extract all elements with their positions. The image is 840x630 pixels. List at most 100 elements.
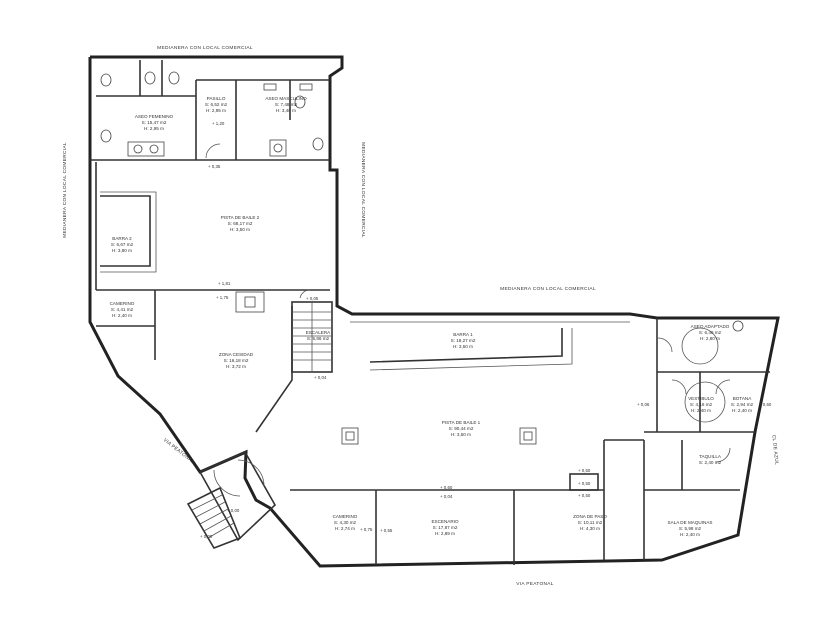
room-height: H: 3,50 m — [451, 432, 471, 437]
room-name: PISTA DE BAILE 1 — [442, 420, 481, 425]
door-vestibulo — [671, 379, 687, 395]
toilet-f-3 — [168, 71, 180, 85]
toilet-f-2 — [144, 71, 156, 85]
toilet-m-2 — [312, 137, 324, 151]
turning-circle-vestibulo — [684, 381, 726, 423]
level-marker: + 0,35 — [208, 164, 221, 169]
level-marker: + 0,00 — [227, 508, 240, 513]
room-height: H: 4,30 m — [580, 526, 600, 531]
room-area: S: 2,40 m2 — [699, 460, 722, 465]
level-marker: + 0,50 — [578, 481, 591, 486]
room-name: CAMERINO — [333, 514, 358, 519]
level-marker: + 1,20 — [212, 121, 225, 126]
door-entrance-2 — [213, 469, 241, 497]
room-area: S: 5,98 m2 — [679, 526, 702, 531]
room-escalera: ESCALERA S: 5,86 m2 — [306, 330, 331, 341]
room-area: S: 6,52 m2 — [205, 102, 228, 107]
room-pasillo: PASILLO S: 6,52 m2 H: 2,95 m — [205, 96, 228, 113]
room-height: H: 2,40 m — [680, 532, 700, 537]
edge-label-middle: MEDIANERA CON LOCAL COMERCIAL — [500, 286, 596, 292]
room-area: S: 6,67 m2 — [111, 242, 134, 247]
room-name: ZONA DE PASO — [573, 514, 607, 519]
room-height: H: 3,80 m — [112, 248, 132, 253]
room-height: H: 3,72 m — [226, 364, 246, 369]
level-marker: + 0,60 — [759, 402, 772, 407]
room-camerino: CAMERINO S: 4,41 m2 H: 2,40 m — [110, 301, 135, 318]
door-stair — [299, 289, 311, 299]
edge-label-street-bottom: VIA PEATONAL — [516, 581, 554, 587]
wall-zona-cesidad — [255, 306, 293, 433]
room-escenario: ESCENARIO S: 17,87 m2 H: 2,89 m — [431, 519, 458, 536]
level-marker: + 1,81 — [218, 281, 231, 286]
level-marker: + 0,04 — [440, 494, 453, 499]
room-height: H: 2,74 m — [335, 526, 355, 531]
room-name: VESTIBULO — [688, 396, 714, 401]
level-marker: + 0,60 — [440, 485, 453, 490]
room-barra-1: BARRA 1 S: 18,27 m2 H: 3,50 m — [451, 332, 476, 349]
level-marker: + 0,04 — [314, 375, 327, 380]
room-area: S: 10,11 m2 — [578, 520, 603, 525]
room-sala-maquinas: SALA DE MAQUINAS S: 5,98 m2 H: 2,40 m — [668, 520, 713, 537]
room-name: ASEO FEMENINO — [135, 114, 174, 119]
room-name: BARRA 2 — [112, 236, 132, 241]
room-height: H: 2,40 m — [691, 408, 711, 413]
room-area: S: 5,86 m2 — [307, 336, 330, 341]
level-marker: + 0,00 — [200, 534, 213, 539]
room-area: S: 16,18 m2 — [224, 358, 249, 363]
level-marker: + 0,06 — [637, 402, 650, 407]
entrance-steps — [191, 494, 235, 539]
room-name: ZONA CESIDAD — [219, 352, 254, 357]
sink-f-1 — [133, 144, 143, 154]
room-name: BOTANA — [733, 396, 752, 401]
room-height: H: 2,95 m — [144, 126, 164, 131]
entrance-stairs — [186, 486, 242, 549]
room-aseo-masculino: ASEO MASCULINO S: 7,48 m2 H: 3,40 m — [265, 96, 307, 113]
bar-2-outline — [100, 191, 157, 273]
room-zona-de-paso: ZONA DE PASO S: 10,11 m2 H: 4,30 m — [573, 514, 607, 531]
door-botana — [715, 379, 731, 395]
room-area: S: 18,27 m2 — [451, 338, 476, 343]
edge-label-street-right: CL DE AZUL — [770, 435, 779, 466]
column-1-core — [244, 296, 256, 308]
room-height: H: 3,50 m — [453, 344, 473, 349]
sink-m — [273, 143, 283, 153]
column-2-core — [345, 431, 355, 441]
stair-steps — [292, 302, 332, 372]
bar-1-counter — [369, 328, 563, 363]
door-adaptado — [657, 337, 673, 353]
room-pista-baile-1: PISTA DE BAILE 1 S: 90,44 m2 H: 3,50 m — [442, 420, 481, 437]
fixtures — [100, 71, 744, 497]
column-3-core — [523, 431, 533, 441]
room-height: H: 2,95 m — [206, 108, 226, 113]
room-name: TAQUILLA — [699, 454, 722, 459]
door-pasillo — [205, 143, 221, 159]
toilet-f-1 — [100, 73, 112, 87]
edge-label-left: MEDIANERA CON LOCAL COMERCIAL — [62, 142, 68, 238]
room-name: PASILLO — [207, 96, 226, 101]
door-taquilla — [715, 447, 731, 463]
sink-counter-f — [127, 141, 165, 157]
entrance-vestibule — [198, 450, 277, 542]
room-barra-2: BARRA 2 S: 6,67 m2 H: 3,80 m — [111, 236, 134, 253]
room-height: H: 2,89 m — [435, 531, 455, 536]
room-area: S: 15,47 m2 — [142, 120, 167, 125]
room-labels: ASEO FEMENINO S: 15,47 m2 H: 2,95 m PASI… — [110, 96, 754, 537]
room-name: ESCALERA — [306, 330, 331, 335]
room-pista-baile-2: PISTA DE BAILE 2 S: 68,17 m2 H: 3,50 m — [221, 215, 260, 232]
edge-labels: MEDIANERA CON LOCAL COMERCIAL MEDIANERA … — [62, 45, 780, 587]
room-aseo-adaptado: ASEO ADAPTADO S: 6,40 m2 H: 2,80 m — [691, 324, 730, 341]
room-area: S: 6,40 m2 — [699, 330, 722, 335]
edge-label-center: MEDIANERA CON LOCAL COMERCIAL — [360, 142, 366, 238]
room-area: S: 90,44 m2 — [449, 426, 474, 431]
level-marker: + 0,05 — [306, 296, 319, 301]
room-area: S: 2,94 m2 — [731, 402, 754, 407]
room-area: S: 17,87 m2 — [433, 525, 458, 530]
room-height: H: 2,40 m — [112, 313, 132, 318]
room-area: S: 68,17 m2 — [228, 221, 253, 226]
room-height: H: 2,40 m — [732, 408, 752, 413]
room-vestibulo: VESTIBULO S: 4,16 m2 H: 2,40 m — [688, 396, 714, 413]
room-name: ESCENARIO — [431, 519, 458, 524]
ticket-counter — [569, 473, 599, 491]
room-name: BARRA 1 — [453, 332, 473, 337]
